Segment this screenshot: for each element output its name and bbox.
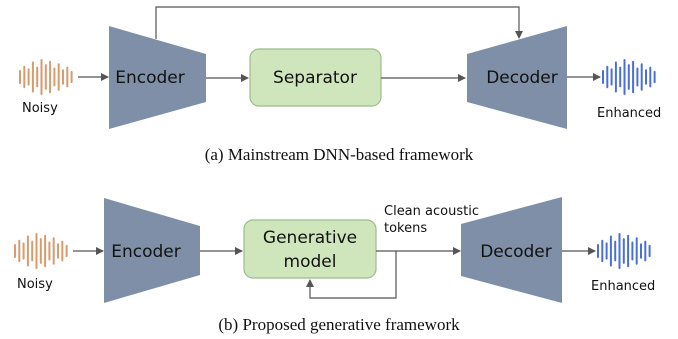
decoder-block <box>461 197 562 303</box>
enhanced-label: Enhanced <box>597 106 661 121</box>
generative-model-block <box>243 219 377 279</box>
panel-b: Noisy Encoder Generative model Clean aco… <box>14 197 655 334</box>
encoder-label: Encoder <box>111 242 181 262</box>
enhanced-waveform-icon <box>597 233 651 269</box>
skip-connection-arrow <box>155 6 523 39</box>
encoder-block <box>104 198 200 303</box>
tokens-label-line1: Clean acoustic <box>384 204 479 219</box>
caption-b: (b) Proposed generative framework <box>218 315 460 334</box>
generative-label-line2: model <box>284 252 337 272</box>
enhanced-waveform-icon <box>602 59 656 95</box>
enhanced-label: Enhanced <box>591 279 655 294</box>
panel-a: Noisy Encoder Separator Decoder Enhanced… <box>19 6 661 164</box>
encoder-block <box>109 26 206 129</box>
separator-label: Separator <box>273 68 357 88</box>
decoder-block <box>467 26 567 129</box>
decoder-label: Decoder <box>480 242 552 262</box>
caption-a: (a) Mainstream DNN-based framework <box>205 145 474 164</box>
encoder-label: Encoder <box>115 68 185 88</box>
decoder-label: Decoder <box>486 68 558 88</box>
feedback-loop-arrow <box>306 251 397 299</box>
generative-label-line1: Generative <box>263 228 357 248</box>
tokens-label-line2: tokens <box>384 221 427 236</box>
noisy-label: Noisy <box>22 101 58 116</box>
noisy-label: Noisy <box>17 277 53 292</box>
noisy-waveform-icon <box>19 59 73 95</box>
noisy-waveform-icon <box>14 233 68 269</box>
